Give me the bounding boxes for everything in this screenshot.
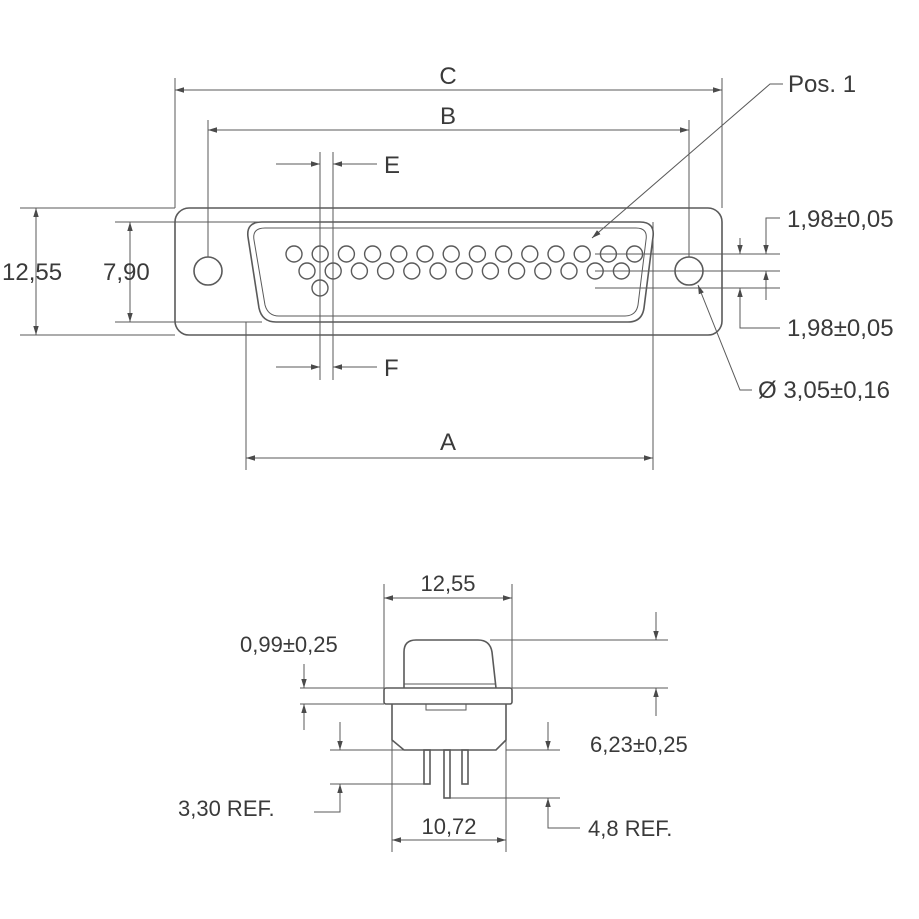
pin-contact (416, 245, 434, 263)
pin-contact (376, 262, 395, 280)
pin-contact (363, 245, 382, 263)
pin-contact (285, 245, 303, 263)
pin-tail (423, 749, 431, 785)
dim-e-label: E (384, 152, 400, 179)
front-view: C B A E F 12,55 7,90 Pos. 1 1,98±0 (2, 63, 894, 470)
flange-thickness-label: 0,99±0,25 (240, 632, 338, 657)
pin-contacts (285, 245, 644, 297)
pin-tail (461, 749, 469, 785)
pin-contact (298, 262, 316, 280)
hole-diameter-label: Ø 3,05±0,16 (758, 377, 890, 404)
pin-contact (403, 262, 421, 280)
pin-contact (390, 245, 408, 263)
pin-ref-label: 3,30 REF. (178, 796, 275, 821)
pin-contact (560, 262, 578, 280)
mating-face (403, 639, 497, 689)
d-insulator (246, 221, 655, 323)
pin-contact (468, 245, 487, 263)
dim-c-label: C (439, 63, 456, 90)
pos-1-label: Pos. 1 (788, 71, 856, 98)
pin-contact (573, 245, 591, 263)
pin-contact (494, 245, 513, 263)
pin-contact (521, 245, 539, 263)
pin-contact (507, 262, 526, 280)
flange (383, 687, 513, 705)
insulator-body (391, 704, 507, 751)
side-width-bottom-label: 10,72 (421, 814, 476, 839)
side-width-top-label: 12,55 (420, 571, 475, 596)
pin-contact (442, 245, 460, 263)
pin-contact (429, 262, 447, 280)
pin-contact (534, 262, 552, 280)
dim-b-label: B (440, 103, 456, 130)
insulator-height-label: 6,23±0,25 (590, 732, 688, 757)
pin-contact (350, 262, 369, 280)
pin-contact (337, 245, 356, 263)
row-pitch-top-label: 1,98±0,05 (787, 206, 894, 233)
mounting-hole-left (193, 256, 223, 286)
dim-f-label: F (384, 355, 399, 382)
pin-tail (443, 749, 451, 799)
pin-contact (481, 262, 500, 280)
height-outer-label: 12,55 (2, 259, 62, 286)
pin-contact (455, 262, 473, 280)
dim-a-label: A (440, 429, 456, 456)
side-view: 12,55 0,99±0,25 6,23±0,25 3,30 REF. 4,8 … (178, 571, 688, 852)
height-inner-label: 7,90 (103, 259, 150, 286)
row-pitch-bottom-label: 1,98±0,05 (787, 315, 894, 342)
tail-ref-label: 4,8 REF. (588, 816, 672, 841)
pin-contact (547, 245, 565, 263)
